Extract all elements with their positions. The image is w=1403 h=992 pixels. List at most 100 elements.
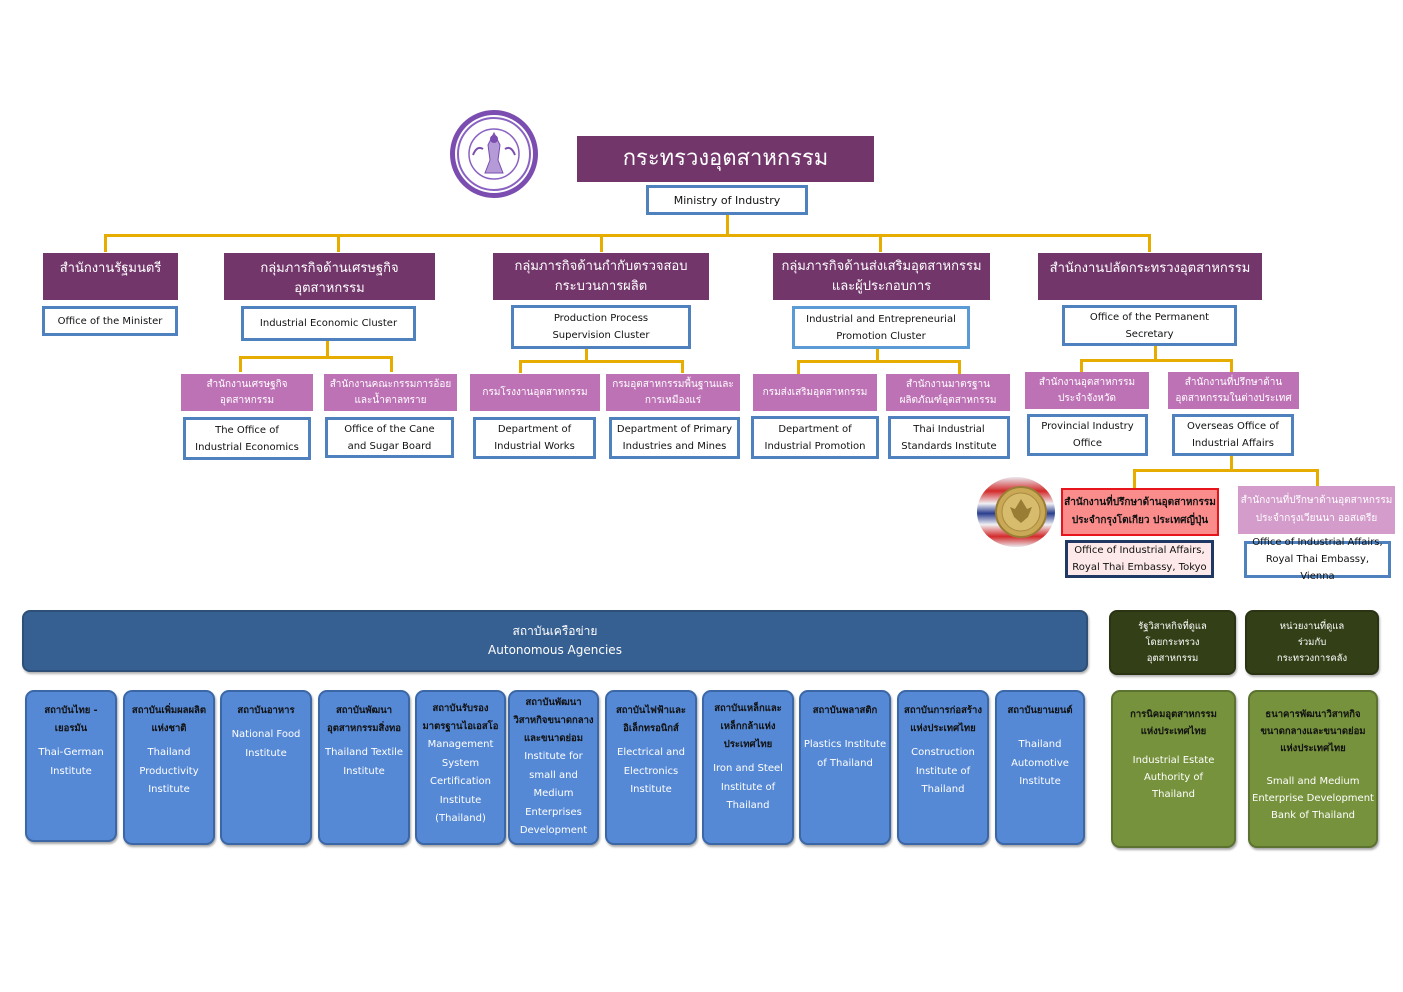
dept-dpim-en[interactable]: Department of Primary Industries and Min… <box>609 417 740 459</box>
connector-line <box>1080 359 1083 373</box>
overseas-en-label: Office of Industrial Affairs, Royal Thai… <box>1072 545 1207 573</box>
cluster-en-label: Industrial Economic Cluster <box>259 318 398 329</box>
institute-card[interactable]: สถาบันไฟฟ้าและ อิเล็กทรอนิกส์ Electrical… <box>605 690 697 845</box>
institute-name-th: สถาบันยานยนต์ <box>1007 705 1073 716</box>
institute-name-en: Electrical and Electronics Institute <box>617 747 685 795</box>
institute-card[interactable]: สถาบันพัฒนา วิสาหกิจขนาดกลาง และขนาดย่อม… <box>508 690 599 845</box>
connector-line <box>239 356 242 372</box>
overseas-tokyo-th[interactable]: สำนักงานที่ปรึกษาด้านอุตสาหกรรม ประจำกรุ… <box>1061 488 1219 536</box>
institute-name-th: สถาบันไทย - เยอรมัน <box>44 705 98 734</box>
cluster-en-label: Office of the Minister <box>57 315 163 327</box>
institute-name-th: สถาบันการก่อสร้าง แห่งประเทศไทย <box>904 705 982 734</box>
cluster-industrial-economic-en[interactable]: Industrial Economic Cluster <box>241 306 416 341</box>
cluster-office-of-minister-th[interactable]: สำนักงานรัฐมนตรี <box>43 253 178 300</box>
state-enterprises-header: รัฐวิสาหกิจที่ดูแล โดยกระทรวง อุตสาหกรรม <box>1109 610 1236 675</box>
cluster-production-supervision-th[interactable]: กลุ่มภารกิจด้านกำกับตรวจสอบ กระบวนการผลิ… <box>493 253 709 300</box>
institute-name-th: สถาบันพัฒนา วิสาหกิจขนาดกลาง และขนาดย่อม <box>513 697 594 744</box>
institute-card[interactable]: สถาบันเพิ่มผลผลิต แห่งชาติ Thailand Prod… <box>123 690 215 845</box>
dept-provincial-en[interactable]: Provincial Industry Office <box>1027 414 1148 456</box>
institute-name-th: สถาบันไฟฟ้าและ อิเล็กทรอนิกส์ <box>615 705 687 734</box>
connector-line <box>104 234 107 252</box>
dept-overseas-th[interactable]: สำนักงานที่ปรึกษาด้าน อุตสาหกรรมในต่างปร… <box>1168 372 1299 409</box>
cluster-en-label: Production Process Supervision Cluster <box>552 313 650 341</box>
dept-en-label: Overseas Office of Industrial Affairs <box>1187 421 1279 449</box>
connector-line <box>585 349 588 361</box>
cluster-permanent-secretary-th[interactable]: สำนักงานปลัดกระทรวงอุตสาหกรรม <box>1038 253 1262 300</box>
dept-en-label: Thai Industrial Standards Institute <box>901 423 997 452</box>
institute-name-th: สถาบันพัฒนา อุตสาหกรรมสิ่งทอ <box>327 705 401 734</box>
institute-card[interactable]: สถาบันการก่อสร้าง แห่งประเทศไทย Construc… <box>897 690 989 845</box>
institute-card[interactable]: สถาบันอาหาร National Food Institute <box>220 690 312 845</box>
institute-name-en: Institute for small and Medium Enterpris… <box>519 751 588 836</box>
institute-name-en: National Food Institute <box>231 729 301 759</box>
dept-en-label: Office of the Cane and Sugar Board <box>344 423 435 452</box>
institute-name-th: สถาบันอาหาร <box>237 705 295 716</box>
cluster-office-of-minister-en[interactable]: Office of the Minister <box>42 306 178 336</box>
institute-card[interactable]: สถาบันยานยนต์ Thailand Automotive Instit… <box>995 690 1085 845</box>
connector-line <box>239 356 393 359</box>
thai-garuda-emblem-icon <box>977 477 1055 547</box>
dept-provincial-th[interactable]: สำนักงานอุตสาหกรรม ประจำจังหวัด <box>1025 372 1149 409</box>
connector-line <box>519 360 684 363</box>
dept-en-label: Department of Industrial Works <box>494 424 575 452</box>
joint-agencies-header: หน่วยงานที่ดูแล ร่วมกับ กระทรวงการคลัง <box>1245 610 1379 675</box>
state-enterprise-name-th: การนิคมอุตสาหกรรม แห่งประเทศไทย <box>1130 709 1217 737</box>
dept-diw-en[interactable]: Department of Industrial Works <box>473 417 596 459</box>
connector-line <box>1316 469 1319 486</box>
connector-line <box>104 234 1151 237</box>
cluster-en-label: Office of the Permanent Secretary <box>1089 311 1210 340</box>
institute-card[interactable]: สถาบันไทย - เยอรมัน Thai-German Institut… <box>25 690 117 842</box>
cluster-production-supervision-en[interactable]: Production Process Supervision Cluster <box>511 305 691 349</box>
dept-oie-en[interactable]: The Office of Industrial Economics <box>183 417 311 460</box>
dept-en-label: Department of Industrial Promotion <box>764 423 866 452</box>
institute-name-en: Thailand Textile Institute <box>324 747 404 777</box>
cluster-permanent-secretary-en[interactable]: Office of the Permanent Secretary <box>1062 305 1237 346</box>
connector-line <box>958 360 961 374</box>
dept-dpim-th[interactable]: กรมอุตสาหกรรมพื้นฐานและ การเหมืองแร่ <box>606 374 740 411</box>
overseas-vienna-th[interactable]: สำนักงานที่ปรึกษาด้านอุตสาหกรรม ประจำกรุ… <box>1238 486 1395 534</box>
connector-line <box>1133 469 1319 472</box>
dept-dip-en[interactable]: Department of Industrial Promotion <box>751 416 879 459</box>
connector-line <box>797 360 961 363</box>
dept-oie-th[interactable]: สำนักงานเศรษฐกิจ อุตสาหกรรม <box>181 374 313 411</box>
institute-name-en: Plastics Institute of Thailand <box>803 739 887 769</box>
institute-card[interactable]: สถาบันรับรอง มาตรฐานไอเอสโอ Management S… <box>415 690 506 845</box>
institute-name-en: Iron and Steel Institute of Thailand <box>713 763 783 811</box>
dept-tisi-th[interactable]: สำนักงานมาตรฐาน ผลิตภัณฑ์อุตสาหกรรม <box>886 374 1010 411</box>
cluster-entrepreneurial-promotion-th[interactable]: กลุ่มภารกิจด้านส่งเสริมอุตสาหกรรม และผู้… <box>773 253 990 300</box>
dept-diw-th[interactable]: กรมโรงงานอุตสาหกรรม <box>470 374 600 411</box>
ministry-seal-graphic <box>457 117 531 191</box>
dept-tisi-en[interactable]: Thai Industrial Standards Institute <box>888 416 1010 459</box>
ministry-title-en-text: Ministry of Industry <box>673 193 781 207</box>
cluster-en-label: Industrial and Entrepreneurial Promotion… <box>806 313 956 342</box>
overseas-en-label: Office of Industrial Affairs, Royal Thai… <box>1252 537 1383 582</box>
overseas-tokyo-en[interactable]: Office of Industrial Affairs, Royal Thai… <box>1065 540 1214 578</box>
connector-line <box>726 215 729 235</box>
dept-overseas-en[interactable]: Overseas Office of Industrial Affairs <box>1172 414 1294 456</box>
connector-line <box>1133 469 1136 488</box>
institute-name-th: สถาบันพลาสติก <box>812 705 878 716</box>
institute-name-th: สถาบันรับรอง มาตรฐานไอเอสโอ <box>422 703 499 732</box>
institute-name-en: Management System Certification Institut… <box>427 739 494 824</box>
institute-card[interactable]: สถาบันพัฒนา อุตสาหกรรมสิ่งทอ Thailand Te… <box>318 690 410 845</box>
connector-line <box>879 234 882 252</box>
institute-card[interactable]: สถาบันเหล็กและ เหล็กกล้าแห่ง ประเทศไทย I… <box>702 690 794 845</box>
ministry-title-th-text: กระทรวงอุตสาหกรรม <box>622 146 829 171</box>
cluster-entrepreneurial-promotion-en[interactable]: Industrial and Entrepreneurial Promotion… <box>792 306 970 349</box>
cluster-industrial-economic-th[interactable]: กลุ่มภารกิจด้านเศรษฐกิจอุตสาหกรรม <box>224 253 435 300</box>
state-enterprise-card[interactable]: การนิคมอุตสาหกรรม แห่งประเทศไทย Industri… <box>1111 690 1236 848</box>
connector-line <box>1148 234 1151 252</box>
connector-line <box>876 349 879 361</box>
dept-dip-th[interactable]: กรมส่งเสริมอุตสาหกรรม <box>753 374 877 411</box>
state-enterprise-name-en: Industrial Estate Authority of Thailand <box>1132 755 1215 800</box>
connector-line <box>337 234 340 252</box>
connector-line <box>390 356 393 372</box>
dept-ocsb-en[interactable]: Office of the Cane and Sugar Board <box>325 417 454 458</box>
overseas-vienna-en[interactable]: Office of Industrial Affairs, Royal Thai… <box>1244 537 1391 582</box>
connector-line <box>1230 456 1233 470</box>
dept-ocsb-th[interactable]: สำนักงานคณะกรรมการอ้อย และน้ำตาลทราย <box>324 374 457 411</box>
joint-agency-card[interactable]: ธนาคารพัฒนาวิสาหกิจ ขนาดกลางและขนาดย่อม … <box>1248 690 1378 848</box>
garuda-coin-graphic <box>995 486 1047 538</box>
dept-en-label: Department of Primary Industries and Min… <box>616 424 733 452</box>
institute-card[interactable]: สถาบันพลาสติก Plastics Institute of Thai… <box>799 690 891 845</box>
